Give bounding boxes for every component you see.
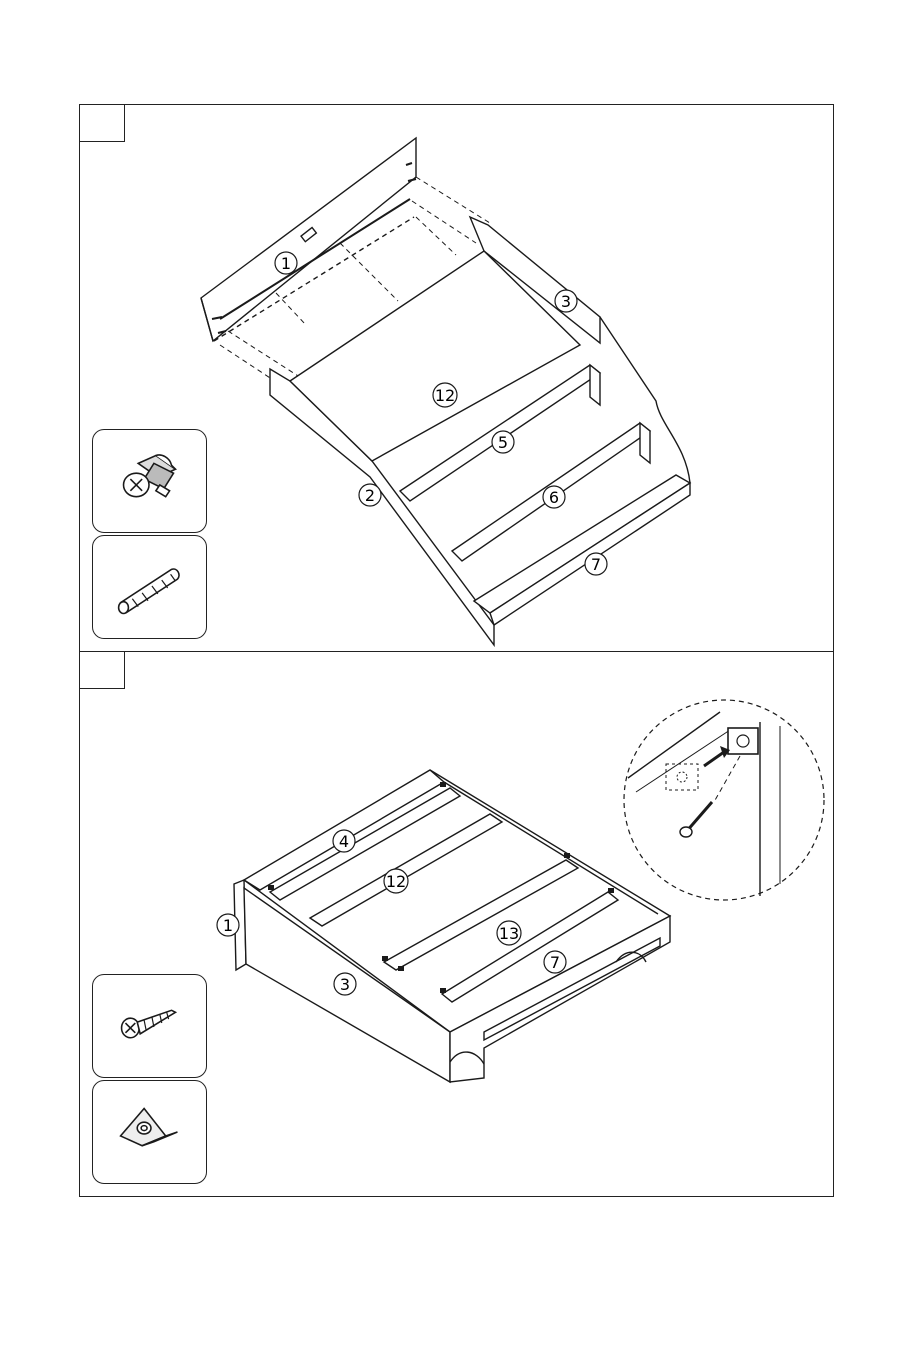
part-label: 1	[223, 916, 233, 935]
part-label: 4	[339, 832, 349, 851]
assembly-step-1-panel: 1 3 12 5 2 6 7	[79, 104, 834, 652]
part-label: 7	[550, 953, 560, 972]
bracket-detail	[728, 728, 758, 754]
part-label: 3	[340, 975, 350, 994]
detail-inset	[624, 700, 824, 900]
part-label: 12	[386, 872, 406, 891]
part-label: 12	[435, 386, 455, 405]
part-label: 2	[365, 486, 375, 505]
assembly-step-2-panel: 4 12 1 13 7 3	[79, 651, 834, 1197]
part-label: 3	[561, 292, 571, 311]
step-2-assembly-drawing: 4 12 1 13 7 3	[80, 652, 835, 1198]
part-label: 1	[281, 254, 291, 273]
part-label: 5	[498, 433, 508, 452]
part-label: 13	[499, 924, 519, 943]
front-panel-part-7	[474, 475, 690, 613]
step-1-assembly-drawing: 1 3 12 5 2 6 7	[80, 105, 835, 653]
part-label: 7	[591, 555, 601, 574]
part-label: 6	[549, 488, 559, 507]
